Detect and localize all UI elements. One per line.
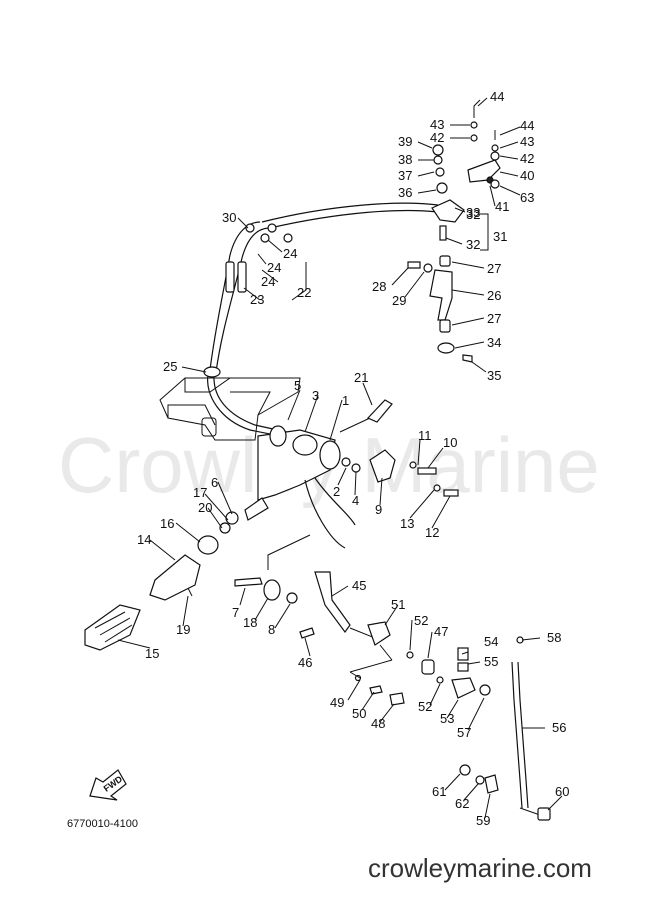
callout-15: 15 bbox=[145, 646, 159, 661]
callout-60: 60 bbox=[555, 784, 569, 799]
callout-24a: 24 bbox=[283, 246, 297, 261]
callout-49: 49 bbox=[330, 695, 344, 710]
callout-9: 9 bbox=[375, 502, 382, 517]
upper-linkage bbox=[431, 99, 501, 241]
callout-1: 1 bbox=[342, 393, 349, 408]
callout-39: 39 bbox=[398, 134, 412, 149]
callout-13: 13 bbox=[400, 516, 414, 531]
callout-3: 3 bbox=[312, 388, 319, 403]
callout-44a: 44 bbox=[490, 89, 504, 104]
fwd-arrow-icon: FWD bbox=[89, 769, 127, 801]
callout-56: 56 bbox=[552, 720, 566, 735]
throttle-cables bbox=[203, 202, 439, 441]
callout-62: 62 bbox=[455, 796, 469, 811]
callout-21: 21 bbox=[354, 370, 368, 385]
callout-6: 6 bbox=[211, 475, 218, 490]
callout-48: 48 bbox=[371, 716, 385, 731]
callout-53: 53 bbox=[440, 711, 454, 726]
callout-59: 59 bbox=[476, 813, 490, 828]
callout-44b: 44 bbox=[520, 118, 534, 133]
callout-34: 34 bbox=[487, 335, 501, 350]
callout-45: 45 bbox=[352, 578, 366, 593]
callout-30: 30 bbox=[222, 210, 236, 225]
callout-40: 40 bbox=[520, 168, 534, 183]
callout-41: 41 bbox=[495, 199, 509, 214]
callout-22: 22 bbox=[297, 285, 311, 300]
callout-29: 29 bbox=[392, 293, 406, 308]
callout-32a: 32 bbox=[466, 207, 480, 222]
callout-16: 16 bbox=[160, 516, 174, 531]
callout-8: 8 bbox=[268, 622, 275, 637]
callout-24b: 24 bbox=[267, 260, 281, 275]
callout-46: 46 bbox=[298, 655, 312, 670]
callout-32b: 32 bbox=[466, 237, 480, 252]
callout-36: 36 bbox=[398, 185, 412, 200]
callout-51: 51 bbox=[391, 597, 405, 612]
callout-5: 5 bbox=[294, 378, 301, 393]
footer-url[interactable]: crowleymarine.com bbox=[368, 853, 592, 883]
callout-54: 54 bbox=[484, 634, 498, 649]
callout-23: 23 bbox=[250, 292, 264, 307]
callout-38: 38 bbox=[398, 152, 412, 167]
callout-17: 17 bbox=[193, 485, 207, 500]
callout-2: 2 bbox=[333, 484, 340, 499]
callout-24c: 24 bbox=[261, 274, 275, 289]
callout-57: 57 bbox=[457, 725, 471, 740]
callout-4: 4 bbox=[352, 493, 359, 508]
callout-18: 18 bbox=[243, 615, 257, 630]
callout-27b: 27 bbox=[487, 311, 501, 326]
callout-42b: 42 bbox=[520, 151, 534, 166]
callout-35: 35 bbox=[487, 368, 501, 383]
callout-10: 10 bbox=[443, 435, 457, 450]
callout-labels: 1 2 3 4 5 6 7 8 9 10 11 12 13 14 15 16 1… bbox=[137, 89, 569, 828]
callout-55: 55 bbox=[484, 654, 498, 669]
callout-26: 26 bbox=[487, 288, 501, 303]
leader-lines bbox=[117, 97, 563, 819]
shift-linkage bbox=[299, 571, 551, 821]
callout-42a: 42 bbox=[430, 130, 444, 145]
callout-20: 20 bbox=[198, 500, 212, 515]
callout-14: 14 bbox=[137, 532, 151, 547]
callout-27a: 27 bbox=[487, 261, 501, 276]
callout-58: 58 bbox=[547, 630, 561, 645]
callout-28: 28 bbox=[372, 279, 386, 294]
callout-43b: 43 bbox=[520, 134, 534, 149]
callout-12: 12 bbox=[425, 525, 439, 540]
callout-63: 63 bbox=[520, 190, 534, 205]
callout-33: 33 bbox=[466, 205, 480, 220]
diagram-code: 6770010-4100 bbox=[67, 818, 138, 830]
callout-19: 19 bbox=[176, 622, 190, 637]
mount-bracket bbox=[159, 377, 301, 441]
callout-31: 31 bbox=[493, 229, 507, 244]
callout-52a: 52 bbox=[414, 613, 428, 628]
callout-61: 61 bbox=[432, 784, 446, 799]
callout-43a: 43 bbox=[430, 117, 444, 132]
tiller-handle bbox=[84, 399, 459, 651]
callout-50: 50 bbox=[352, 706, 366, 721]
callout-11: 11 bbox=[418, 428, 432, 443]
callout-52b: 52 bbox=[418, 699, 432, 714]
callout-37: 37 bbox=[398, 168, 412, 183]
callout-47: 47 bbox=[434, 624, 448, 639]
callout-7: 7 bbox=[232, 605, 239, 620]
callout-25: 25 bbox=[163, 359, 177, 374]
